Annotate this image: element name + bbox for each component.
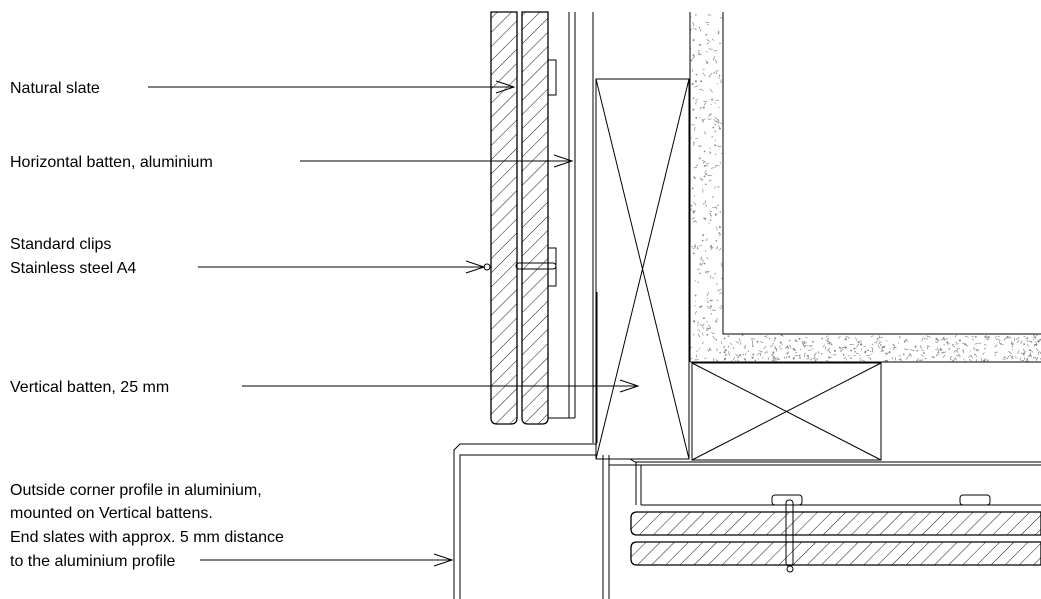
concrete-wall (689, 12, 1041, 363)
vertical-profile (592, 12, 598, 443)
vertical-batten-25mm (595, 78, 690, 460)
svg-text:Vertical batten, 25 mm: Vertical batten, 25 mm (10, 379, 169, 396)
label-standard-clips: Standard clips Stainless steel A4 (10, 236, 486, 277)
svg-text:Stainless steel A4: Stainless steel A4 (10, 260, 136, 277)
label-vertical-batten: Vertical batten, 25 mm (10, 379, 640, 396)
corner-batten (691, 362, 882, 461)
svg-text:Standard clips: Standard clips (10, 236, 111, 253)
label-natural-slate: Natural slate (10, 80, 516, 97)
svg-text:Outside corner profile in alum: Outside corner profile in aluminium, (10, 482, 262, 499)
svg-text:to the aluminium profile: to the aluminium profile (10, 553, 176, 570)
label-horizontal-batten: Horizontal batten, aluminium (10, 154, 574, 171)
natural-slate-vertical (490, 11, 549, 425)
horizontal-batten-profile (548, 12, 576, 419)
outside-corner-profile (453, 443, 1041, 599)
svg-text:mounted on Vertical battens.: mounted on Vertical battens. (10, 505, 213, 522)
label-outside-corner-profile: Outside corner profile in aluminium, mou… (10, 482, 454, 570)
svg-text:Horizontal batten, aluminium: Horizontal batten, aluminium (10, 154, 213, 171)
natural-slate-horizontal (630, 494, 1041, 573)
svg-text:Natural slate: Natural slate (10, 80, 100, 97)
svg-text:End slates with approx. 5 mm d: End slates with approx. 5 mm distance (10, 529, 284, 546)
